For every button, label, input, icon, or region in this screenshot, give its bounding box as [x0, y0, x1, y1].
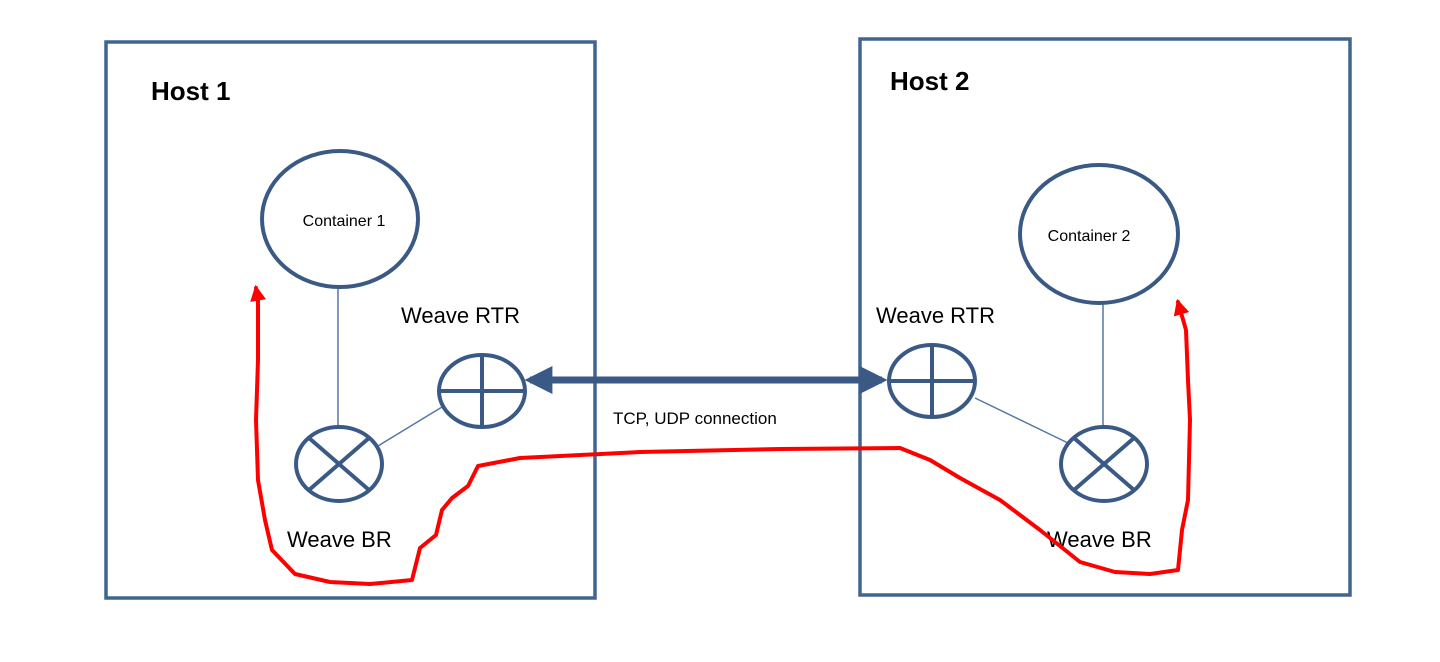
bridge-router-link-1	[377, 406, 443, 447]
container-2-label: Container 2	[1048, 228, 1131, 245]
router-1-label: Weave RTR	[401, 303, 520, 328]
circle-plus-icon	[887, 343, 977, 419]
container-1: Container 1	[260, 149, 420, 289]
circle-x-icon	[1059, 425, 1149, 503]
host-2-box	[858, 37, 1352, 597]
bridge-router-link-2	[974, 397, 1069, 444]
traffic-path-arrow	[250, 284, 1192, 586]
host-1: Host 1 Container 1 Weave RTR Weave BR	[104, 40, 597, 600]
router-2-label: Weave RTR	[876, 303, 995, 328]
container-1-label: Container 1	[303, 213, 386, 230]
circle-x-icon	[294, 425, 384, 503]
bridge-1-label: Weave BR	[287, 527, 392, 552]
connection-label: TCP, UDP connection	[613, 409, 777, 428]
host-1-title: Host 1	[151, 76, 230, 106]
container-2: Container 2	[1018, 163, 1180, 305]
circle-plus-icon	[437, 353, 527, 429]
host-2: Host 2 Container 2 Weave RTR Weave BR	[858, 37, 1352, 597]
host-1-box	[104, 40, 597, 600]
host-2-title: Host 2	[890, 66, 969, 96]
